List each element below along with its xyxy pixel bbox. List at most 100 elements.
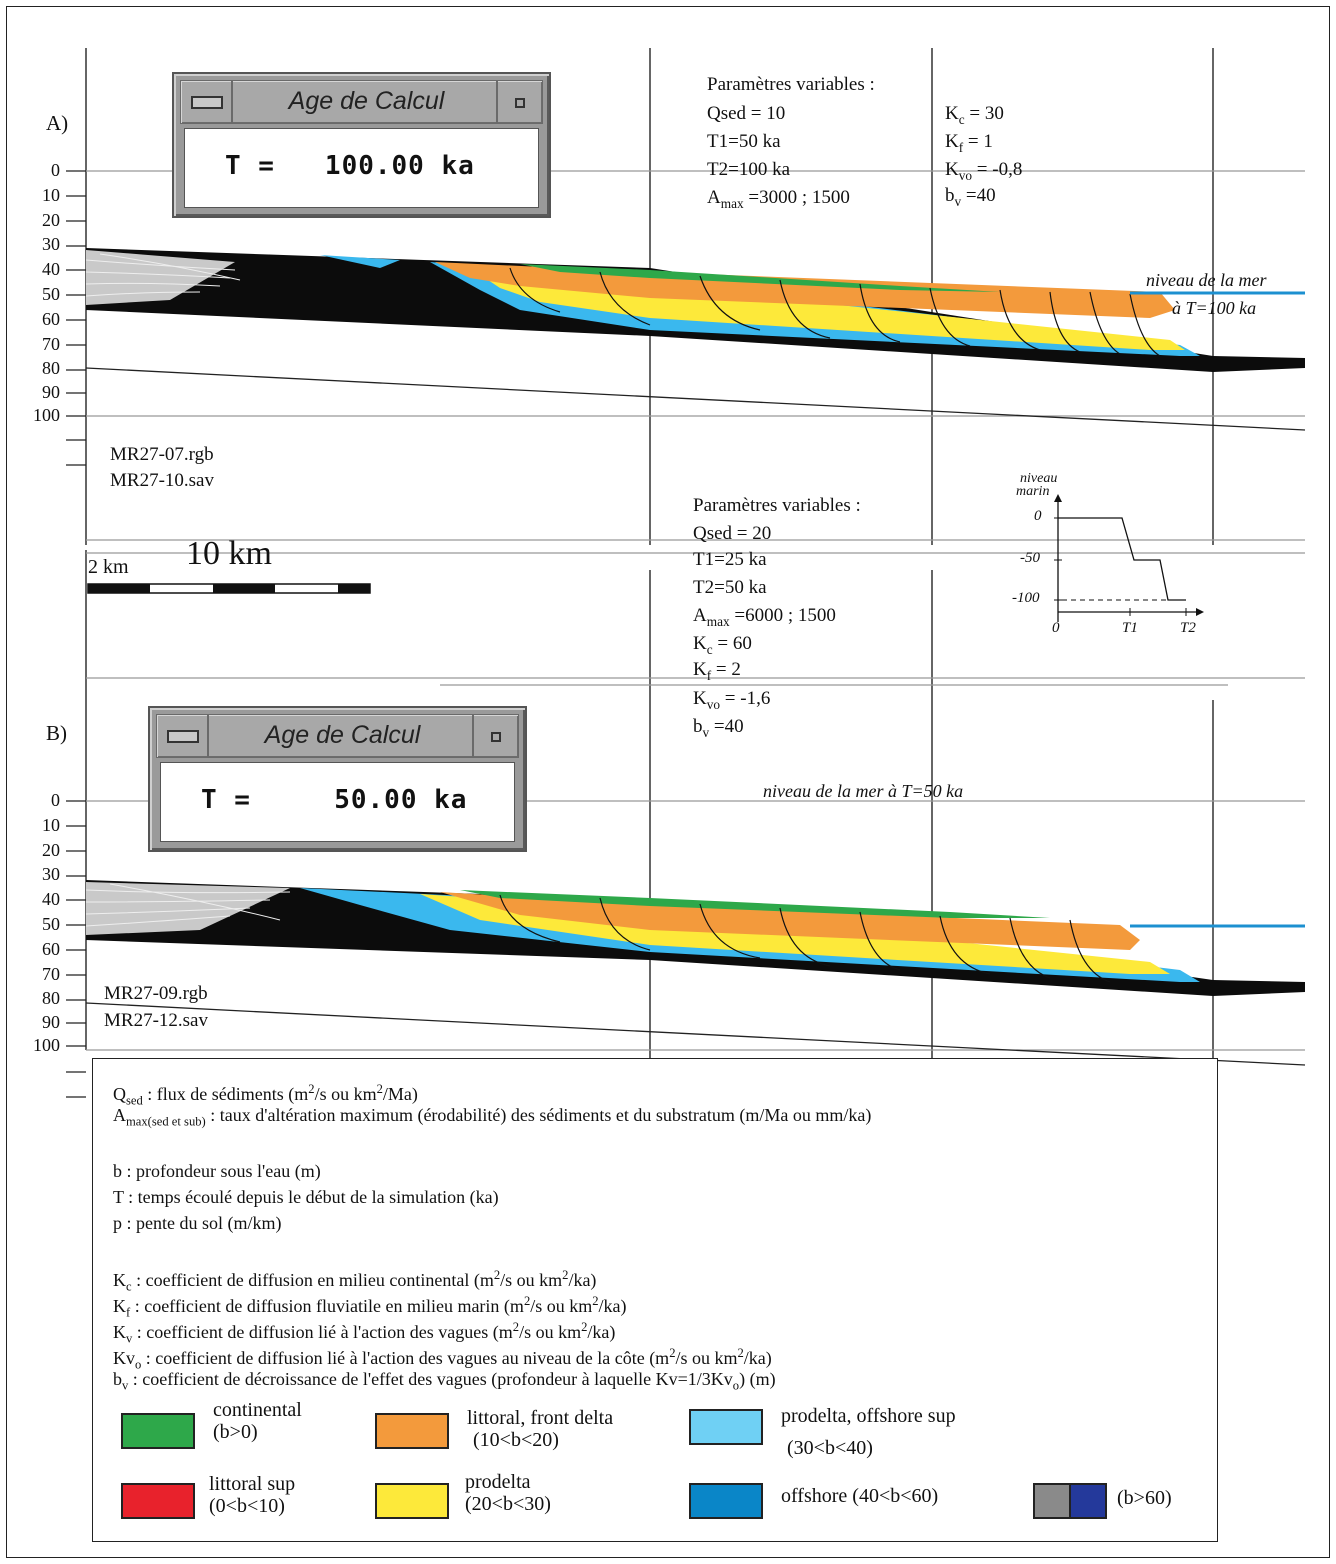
inset-ytick-0: 0 bbox=[1034, 508, 1042, 524]
def-b: b : profondeur sous l'eau (m) bbox=[113, 1161, 321, 1181]
inset-ytick-100: -100 bbox=[1012, 590, 1040, 606]
depth-b-40: 40 bbox=[42, 889, 60, 909]
sea-level-a-label-1: niveau de la mer bbox=[1146, 270, 1267, 290]
legend-prodelta-range: (20<b<30) bbox=[465, 1493, 551, 1515]
age-window-a-body: T = 100.00 ka bbox=[184, 128, 539, 208]
depth-a-0: 0 bbox=[51, 160, 60, 180]
params-b-amax: Amax =6000 ; 1500 bbox=[693, 605, 836, 629]
legend-continental-range: (b>0) bbox=[213, 1421, 258, 1443]
inset-ylabel-1: niveau bbox=[1020, 471, 1058, 486]
depth-a-100: 100 bbox=[33, 405, 60, 425]
params-a-kc: Kc = 30 bbox=[945, 103, 1004, 127]
file-b-rgb: MR27-09.rgb bbox=[104, 983, 208, 1004]
params-a-t1: T1=50 ka bbox=[707, 131, 781, 152]
swatch-prodelta-offshore-sup bbox=[689, 1409, 763, 1445]
def-p: p : pente du sol (m/km) bbox=[113, 1213, 282, 1233]
legend-littoral-front-range: (10<b<20) bbox=[473, 1429, 559, 1451]
age-window-b-body: T = 50.00 ka bbox=[160, 762, 515, 842]
params-a-amax: Amax =3000 ; 1500 bbox=[707, 187, 850, 211]
tick-marks bbox=[66, 170, 86, 1098]
swatch-littoral-front-delta bbox=[375, 1413, 449, 1449]
params-a-bv: bv =40 bbox=[945, 185, 996, 209]
age-value-b: T = 50.00 ka bbox=[201, 785, 468, 815]
depth-b-90: 90 bbox=[42, 1012, 60, 1032]
legend-deep-name: (b>60) bbox=[1117, 1487, 1172, 1509]
legend-prodelta-name: prodelta bbox=[465, 1471, 531, 1493]
depth-a-80: 80 bbox=[42, 358, 60, 378]
file-a-sav: MR27-10.sav bbox=[110, 470, 214, 491]
legend-littoral-sup-name: littoral sup bbox=[209, 1473, 296, 1495]
depth-b-100: 100 bbox=[33, 1035, 60, 1055]
section-a-profile bbox=[85, 248, 1305, 372]
depth-a-40: 40 bbox=[42, 259, 60, 279]
inset-xtick-0: 0 bbox=[1052, 620, 1060, 636]
depth-a-90: 90 bbox=[42, 382, 60, 402]
depth-a-50: 50 bbox=[42, 284, 60, 304]
params-a-t2: T2=100 ka bbox=[707, 159, 791, 180]
params-a-kvo: Kvo = -0,8 bbox=[945, 159, 1023, 183]
maximize-button[interactable] bbox=[472, 715, 518, 757]
scale-big-label: 10 km bbox=[186, 535, 272, 572]
age-window-b-titlebar[interactable]: Age de Calcul bbox=[156, 714, 519, 758]
scale-bar bbox=[87, 583, 371, 594]
figure-frame bbox=[6, 6, 1330, 1558]
params-b-qsed: Qsed = 20 bbox=[693, 523, 772, 544]
def-kv: Kv : coefficient de diffusion lié à l'ac… bbox=[113, 1320, 616, 1346]
minimize-icon bbox=[191, 96, 223, 109]
params-b-title: Paramètres variables : bbox=[693, 495, 861, 516]
legend-offshore-name: offshore (40<b<60) bbox=[781, 1485, 939, 1507]
sea-level-a-label-2: à T=100 ka bbox=[1172, 298, 1257, 318]
params-b-t1: T1=25 ka bbox=[693, 549, 767, 570]
maximize-button[interactable] bbox=[496, 81, 542, 123]
depth-b-30: 30 bbox=[42, 864, 60, 884]
swatch-offshore bbox=[689, 1483, 763, 1519]
depth-b-60: 60 bbox=[42, 939, 60, 959]
depth-a-20: 20 bbox=[42, 210, 60, 230]
depth-a-60: 60 bbox=[42, 309, 60, 329]
params-a-qsed: Qsed = 10 bbox=[707, 103, 786, 124]
depth-b-0: 0 bbox=[51, 790, 60, 810]
age-window-b: Age de Calcul T = 50.00 ka bbox=[148, 706, 527, 852]
minimize-button[interactable] bbox=[181, 81, 233, 123]
age-window-a-title: Age de Calcul bbox=[288, 87, 445, 115]
depth-a-70: 70 bbox=[42, 334, 60, 354]
base-sloping-lines bbox=[85, 367, 1306, 1066]
scale-small-label: 2 km bbox=[88, 556, 129, 578]
file-a-rgb: MR27-07.rgb bbox=[110, 444, 214, 465]
depth-b-20: 20 bbox=[42, 840, 60, 860]
legend-prodelta-offshore-name: prodelta, offshore sup bbox=[781, 1405, 956, 1427]
depth-a-30: 30 bbox=[42, 234, 60, 254]
legend-littoral-front-name: littoral, front delta bbox=[467, 1407, 614, 1429]
panel-a-label: A) bbox=[46, 111, 69, 135]
depth-b-70: 70 bbox=[42, 964, 60, 984]
legend-prodelta-offshore-range: (30<b<40) bbox=[787, 1437, 873, 1459]
swatch-deep-grey bbox=[1033, 1483, 1071, 1519]
depth-b-50: 50 bbox=[42, 914, 60, 934]
swatch-prodelta bbox=[375, 1483, 449, 1519]
maximize-icon bbox=[515, 98, 525, 108]
age-window-a-titlebar[interactable]: Age de Calcul bbox=[180, 80, 543, 124]
def-bv: bv : coefficient de décroissance de l'ef… bbox=[113, 1369, 776, 1393]
params-b-kc: Kc = 60 bbox=[693, 633, 752, 657]
legend-littoral-sup-range: (0<b<10) bbox=[209, 1495, 285, 1517]
swatch-continental bbox=[121, 1413, 195, 1449]
section-b-profile bbox=[85, 880, 1305, 996]
inset-sea-level-chart bbox=[1054, 494, 1204, 622]
inset-xtick-t1: T1 bbox=[1122, 620, 1138, 636]
def-kc: Kc : coefficient de diffusion en milieu … bbox=[113, 1268, 597, 1294]
def-qsed: Qsed : flux de sédiments (m2/s ou km2/Ma… bbox=[113, 1082, 418, 1108]
minimize-button[interactable] bbox=[157, 715, 209, 757]
params-b-kvo: Kvo = -1,6 bbox=[693, 688, 771, 712]
age-window-b-title: Age de Calcul bbox=[264, 721, 421, 749]
def-kf: Kf : coefficient de diffusion fluviatile… bbox=[113, 1294, 627, 1320]
params-b-kf: Kf = 2 bbox=[693, 659, 741, 683]
depth-a-10: 10 bbox=[42, 185, 60, 205]
inset-ylabel-2: marin bbox=[1016, 484, 1050, 499]
def-kvo: Kvo : coefficient de diffusion lié à l'a… bbox=[113, 1346, 772, 1372]
horizontal-gridlines bbox=[86, 170, 1305, 1051]
swatch-deep-blue bbox=[1069, 1483, 1107, 1519]
legend-box: Qsed : flux de sédiments (m2/s ou km2/Ma… bbox=[92, 1058, 1218, 1542]
maximize-icon bbox=[491, 732, 501, 742]
params-a-kf: Kf = 1 bbox=[945, 131, 993, 155]
